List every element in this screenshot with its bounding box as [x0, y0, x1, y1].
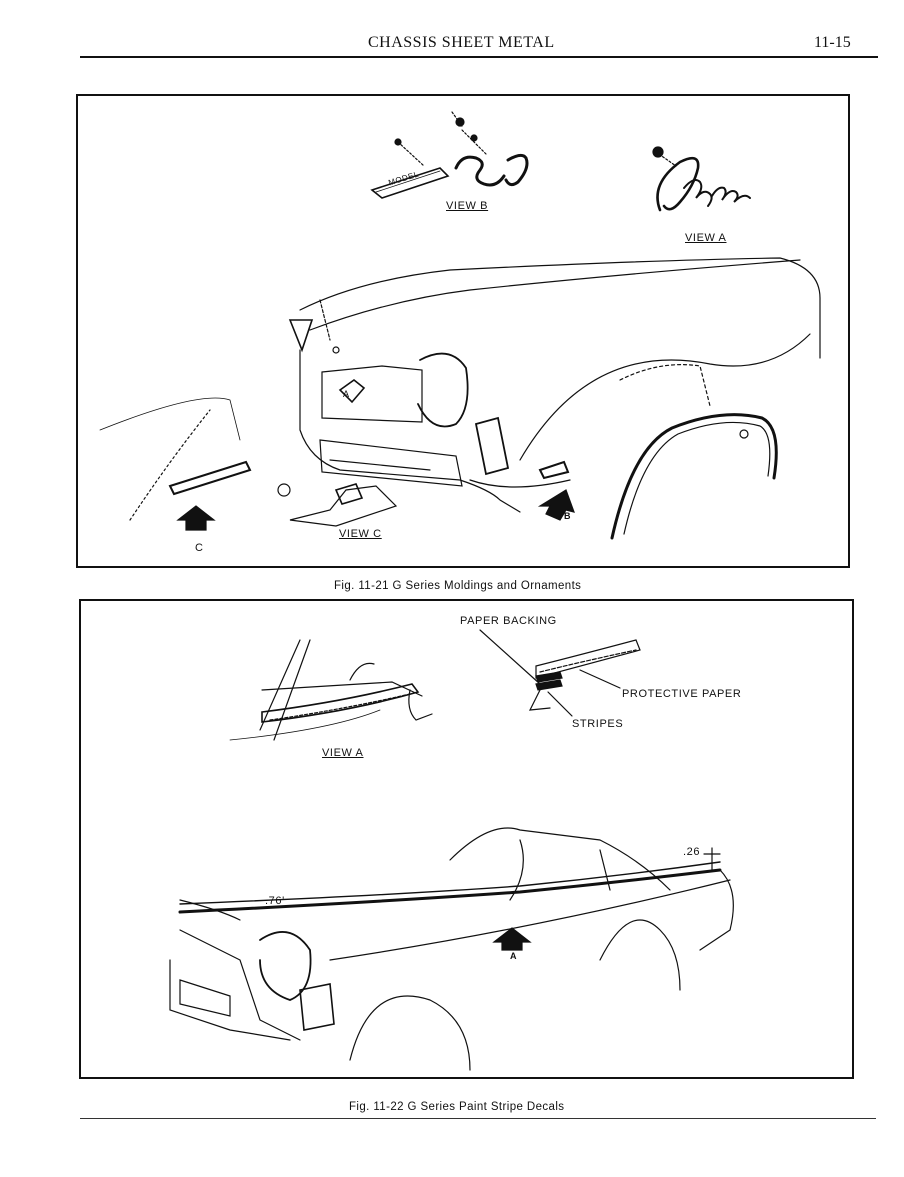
page-header-title: CHASSIS SHEET METAL	[368, 34, 555, 51]
footer-rule	[80, 1118, 876, 1119]
stripe-detail	[479, 629, 641, 717]
stripes-label: STRIPES	[572, 718, 624, 730]
protective-paper-label: PROTECTIVE PAPER	[622, 688, 742, 700]
paper-backing-label: PAPER BACKING	[460, 615, 557, 627]
dimension-rear-label: .26	[683, 846, 701, 858]
view-a-label: VIEW A	[685, 232, 727, 244]
view-a-closeup	[229, 639, 433, 741]
arrow-c-icon	[176, 505, 216, 531]
figure-11-21-frame	[76, 94, 850, 568]
view-b-label: VIEW B	[446, 200, 489, 212]
page-number: 11-15	[814, 34, 851, 51]
arrow-a-label: A	[343, 389, 350, 399]
dimension-front-label: .76'	[265, 895, 285, 907]
grand-prix-script-emblem	[652, 146, 751, 212]
view-a-closeup-label: VIEW A	[322, 747, 364, 759]
car-side-view	[169, 827, 734, 1071]
model-sj-emblem	[370, 111, 529, 199]
arrow-a-label: A	[510, 951, 518, 961]
arrow-c-label: C	[195, 542, 204, 554]
car-rear-quarter	[288, 257, 821, 513]
figure-11-22-caption: Fig. 11-22 G Series Paint Stripe Decals	[349, 1101, 565, 1113]
view-c-label: VIEW C	[339, 528, 382, 540]
wheel-opening-molding	[610, 413, 778, 540]
arrow-b-icon	[537, 489, 575, 521]
figure-11-22-frame	[79, 599, 854, 1079]
arrow-a-icon	[492, 927, 532, 951]
arrow-b-label: B	[564, 511, 572, 521]
rocker-molding-view-c	[99, 397, 398, 527]
header-rule	[80, 56, 878, 58]
figure-11-21-caption: Fig. 11-21 G Series Moldings and Ornamen…	[334, 580, 582, 592]
